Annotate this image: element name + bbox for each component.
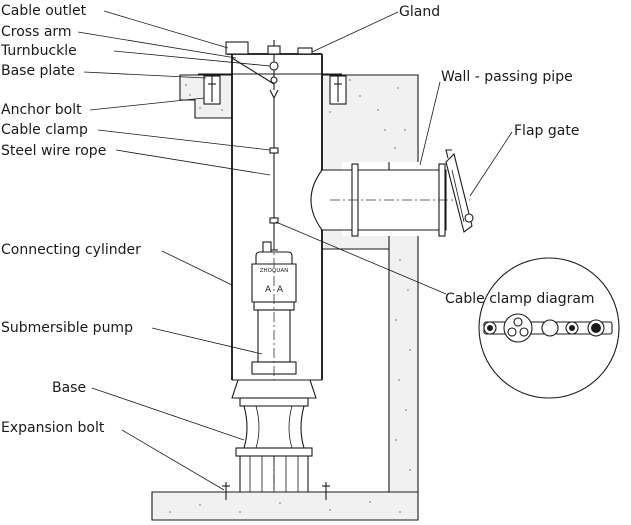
cable-clamp-detail bbox=[478, 257, 620, 399]
label-gland: Gland bbox=[399, 4, 440, 20]
label-base-plate: Base plate bbox=[1, 63, 75, 79]
label-flap-gate: Flap gate bbox=[514, 123, 579, 139]
label-steel-wire-rope: Steel wire rope bbox=[1, 143, 106, 159]
label-submersible-pump: Submersible pump bbox=[1, 320, 133, 336]
wall-passing-pipe bbox=[310, 163, 470, 237]
label-cable-outlet: Cable outlet bbox=[1, 3, 87, 19]
base-plate bbox=[198, 40, 342, 75]
submersible-pump: ZHOQUAN A A bbox=[251, 240, 297, 492]
pump-base bbox=[231, 379, 317, 492]
pump-plate: A A bbox=[265, 285, 284, 295]
wire-rope bbox=[231, 54, 279, 251]
label-cable-clamp-diagram: Cable clamp diagram bbox=[445, 291, 595, 307]
label-expansion-bolt: Expansion bolt bbox=[1, 420, 105, 436]
label-cable-clamp: Cable clamp bbox=[1, 122, 88, 138]
labels: Cable outlet Cross arm Turnbuckle Base p… bbox=[0, 3, 595, 436]
anchor-bolts bbox=[203, 74, 347, 105]
label-wall-passing-pipe: Wall - passing pipe bbox=[441, 69, 573, 85]
label-turnbuckle: Turnbuckle bbox=[0, 43, 77, 59]
label-cross-arm: Cross arm bbox=[1, 24, 72, 40]
expansion-bolts bbox=[222, 482, 330, 500]
label-anchor-bolt: Anchor bolt bbox=[1, 102, 82, 118]
floor-slab bbox=[151, 491, 419, 521]
flap-gate bbox=[445, 149, 474, 233]
label-connecting-cylinder: Connecting cylinder bbox=[1, 242, 141, 258]
right-wall bbox=[321, 74, 419, 493]
leader-lines bbox=[77, 10, 513, 491]
label-base: Base bbox=[52, 380, 86, 396]
